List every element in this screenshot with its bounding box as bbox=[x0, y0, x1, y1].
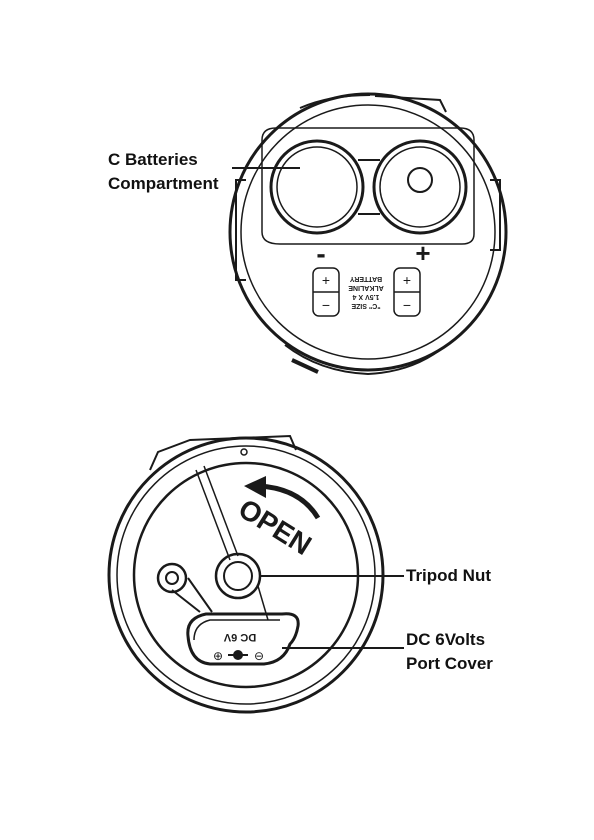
battery-spec-line: ALKALINE bbox=[348, 284, 384, 291]
c-batteries-label-line1: C Batteries bbox=[108, 148, 219, 172]
dc-port-label-line1: DC 6Volts bbox=[406, 628, 493, 652]
plus-sign: + bbox=[415, 238, 430, 268]
battery-spec-line: 1.5V X 4 bbox=[352, 293, 379, 300]
battery-slot-right-inner bbox=[380, 147, 460, 227]
tripod-nut-label: Tripod Nut bbox=[406, 564, 491, 588]
battery-slot-left bbox=[271, 141, 363, 233]
dc-port-label-line2: Port Cover bbox=[406, 652, 493, 676]
battery-slot-right bbox=[374, 141, 466, 233]
rim-detail bbox=[375, 96, 446, 112]
dc-plus-symbol: ⊕ bbox=[213, 649, 223, 663]
minus-sign: - bbox=[316, 238, 325, 269]
cell-right-minus: − bbox=[403, 297, 411, 313]
dc-minus-symbol: ⊖ bbox=[254, 649, 264, 663]
housing-outer-ring bbox=[230, 94, 506, 370]
battery-contact bbox=[408, 168, 432, 192]
cover-pivot bbox=[158, 564, 186, 592]
battery-compartment-diagram bbox=[230, 94, 506, 374]
battery-slot-left-inner bbox=[277, 147, 357, 227]
battery-spec-line: "C" SIZE bbox=[351, 302, 381, 309]
battery-spec-line: BATTERY bbox=[350, 275, 383, 282]
base-diagram bbox=[109, 436, 404, 712]
housing-inner-ring bbox=[241, 105, 495, 359]
c-batteries-label: C Batteries Compartment bbox=[108, 148, 219, 196]
tripod-nut-outer bbox=[216, 554, 260, 598]
battery-spec-text: "C" SIZE 1.5V X 4 ALKALINE BATTERY bbox=[348, 275, 384, 309]
cell-right-plus: + bbox=[403, 272, 411, 288]
cover-arm bbox=[172, 578, 212, 612]
cell-left-plus: + bbox=[322, 272, 330, 288]
dc-port-label: DC 6Volts Port Cover bbox=[406, 628, 493, 676]
c-batteries-label-line2: Compartment bbox=[108, 172, 219, 196]
cell-left-minus: − bbox=[322, 297, 330, 313]
tripod-nut-inner bbox=[224, 562, 252, 590]
dc-6v-label: DC 6V bbox=[223, 631, 256, 643]
